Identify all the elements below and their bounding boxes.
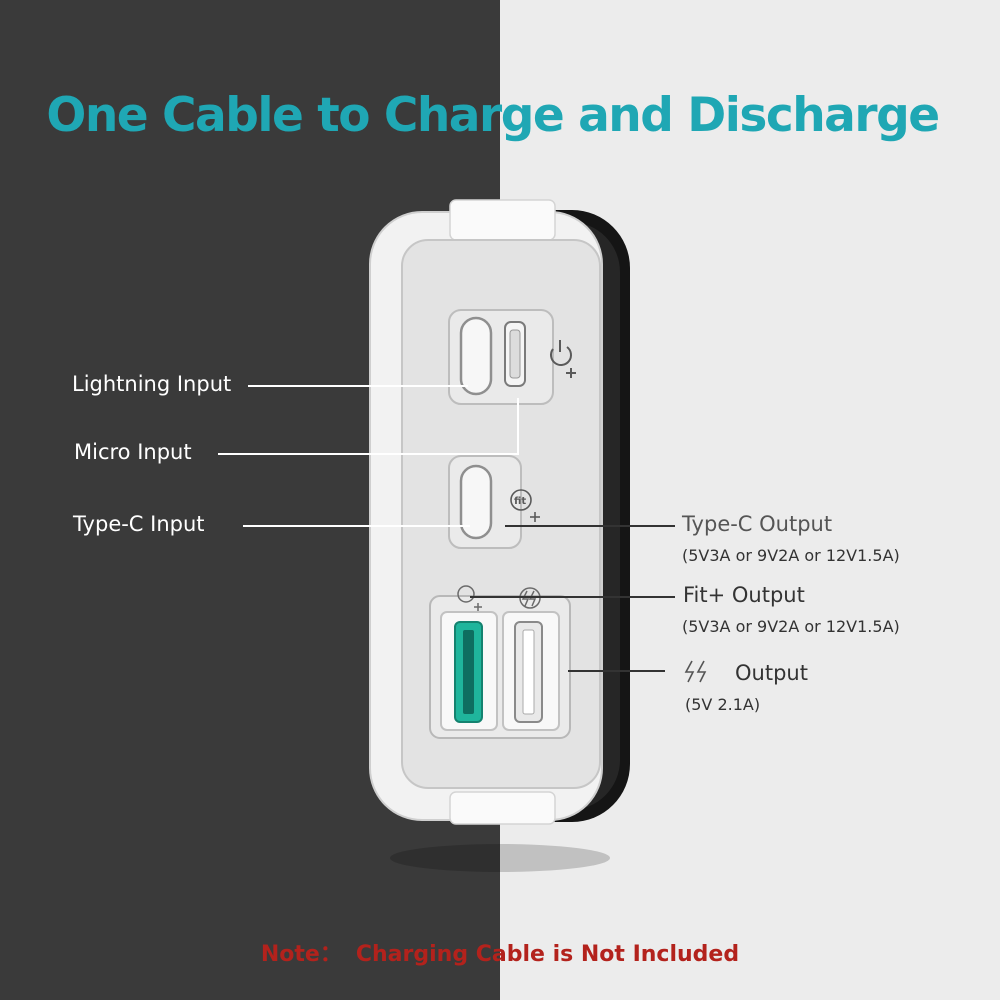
spec-fit-output: (5V3A or 9V2A or 12V1.5A) [682,617,900,636]
power-input-icon [550,340,576,378]
spec-fast-output: (5V 2.1A) [685,695,761,714]
device-top-cap [449,199,556,241]
lightning-port-icon [459,316,493,396]
note-text: Charging Cable is Not Included [355,942,740,967]
label-fast-output: Output [735,661,808,685]
device-shadow [390,844,610,872]
usb-port-fast-tongue [522,629,535,715]
callout-lines-right [470,525,675,672]
label-typec-output: Type-C Output [682,512,833,536]
label-typec-input: Type-C Input [73,512,205,536]
device-bottom-cap [449,791,556,825]
usb-port-fit-tongue [463,630,474,714]
double-bolt-icon [684,660,707,683]
micro-usb-port-inner [509,329,521,379]
label-lightning-input: Lightning Input [72,372,232,396]
note-banner: Note： Charging Cable is Not Included [0,936,1000,968]
callout-lines-left [218,385,519,527]
label-micro-input: Micro Input [74,440,192,464]
fit-plus-small-icon [457,585,482,611]
page-title: One Cable to Charge and Discharge [46,88,940,143]
note-prefix: Note： [260,942,342,967]
svg-text:fit: fit [514,496,526,507]
fit-plus-icon: fit [510,489,540,522]
typec-port-icon [459,464,493,540]
label-fit-output: Fit+ Output [683,583,805,607]
spec-typec-output: (5V3A or 9V2A or 12V1.5A) [682,546,900,565]
